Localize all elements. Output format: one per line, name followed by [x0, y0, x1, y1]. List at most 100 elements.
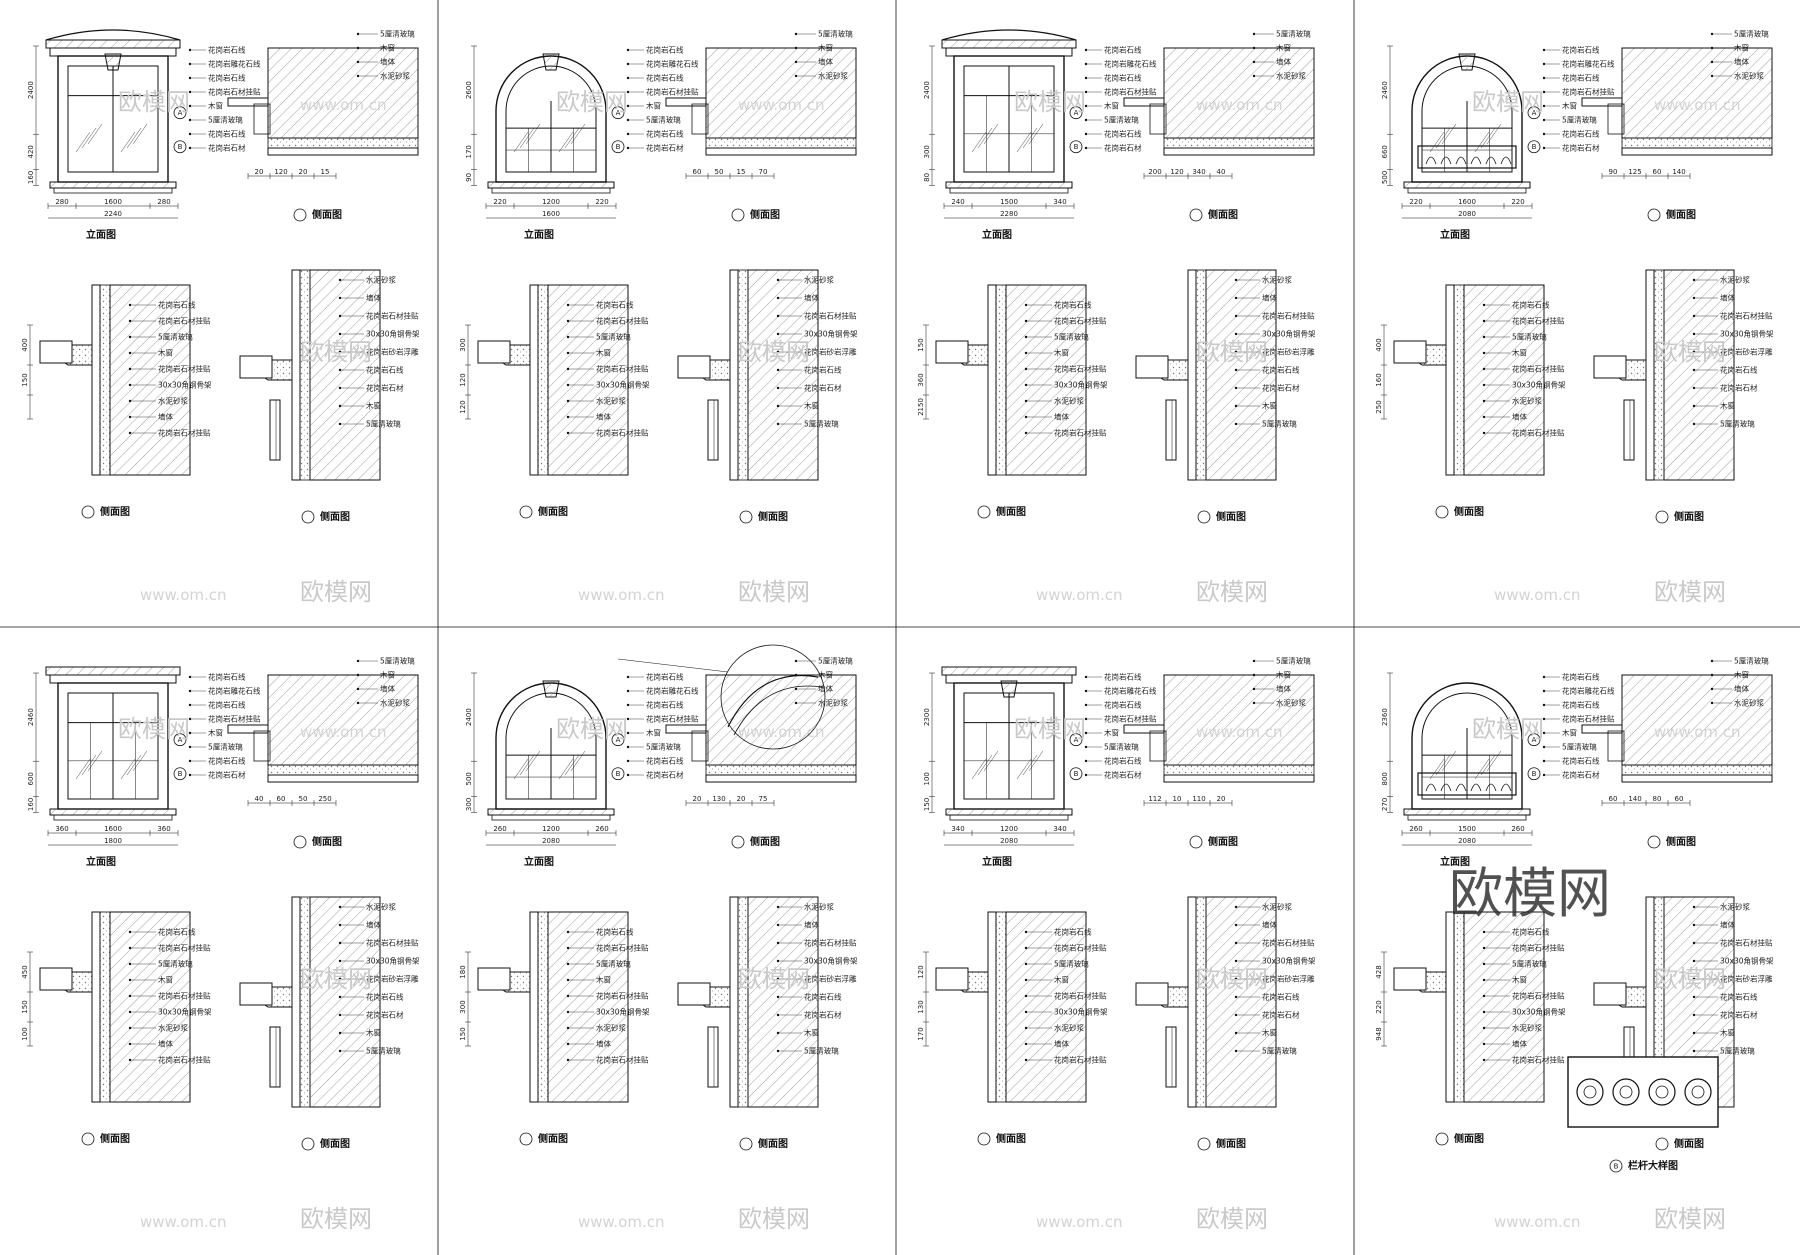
- dim-value: 2460: [27, 708, 35, 726]
- leader-dot: [128, 930, 132, 934]
- callout-circle: [1647, 835, 1661, 849]
- watermark-brand: 欧模网: [1654, 578, 1726, 606]
- leader-dot: [338, 386, 342, 390]
- sill-base: [491, 187, 611, 194]
- window-sill: [49, 181, 177, 189]
- leader-label: 墙体: [1276, 684, 1292, 694]
- head-frame: [1581, 724, 1623, 734]
- leader-dot: [188, 104, 192, 108]
- leader-label: 花岗岩石材挂贴: [596, 428, 649, 438]
- leader-label: 墙体: [804, 920, 819, 930]
- drawing-panel-1: AB花岗岩石线花岗岩雕花石线花岗岩石线花岗岩石材挂贴木窗5厘清玻璃花岗岩石线花岗…: [21, 29, 420, 607]
- callout-bubble: [293, 835, 307, 849]
- leader-dot: [1084, 773, 1088, 777]
- leader-label: 花岗岩石线: [208, 73, 246, 83]
- balcony-railing: [1417, 145, 1517, 169]
- leader-dot: [128, 399, 132, 403]
- leader-dot: [1252, 701, 1256, 705]
- mortar-layer: [737, 269, 749, 481]
- leader-dot: [1482, 1010, 1486, 1014]
- leader-label: 花岗岩雕花石线: [1562, 686, 1615, 696]
- mortar-layer: [705, 764, 857, 776]
- dim-value: 150: [917, 338, 925, 351]
- leader-label: 木窗: [1054, 348, 1069, 358]
- callout-letter: A: [1074, 109, 1079, 117]
- lintel-profile: [253, 103, 271, 135]
- dim-value: 300: [923, 145, 931, 158]
- leader-label: 花岗岩石材挂贴: [1054, 991, 1107, 1001]
- callout-bubble: [1435, 1132, 1449, 1146]
- callout-circle: [1435, 1132, 1449, 1146]
- section-detail: [1393, 911, 1545, 1103]
- mortar-layer: [1453, 911, 1465, 1103]
- leader-label: 5厘清玻璃: [208, 115, 243, 125]
- watermark-brand: 欧模网: [1196, 338, 1268, 366]
- dim-value: 2400: [465, 708, 473, 726]
- leader-dot: [626, 689, 630, 693]
- leader-label: 5厘清玻璃: [818, 656, 853, 666]
- leader-label: 墙体: [596, 1039, 611, 1049]
- watermark-brand: 欧模网: [1014, 715, 1086, 743]
- leader-label: 5厘清玻璃: [380, 656, 415, 666]
- dim-value: 150: [21, 1000, 29, 1013]
- leader-label: 5厘清玻璃: [1734, 29, 1769, 39]
- angle-steel-frame: [1135, 982, 1169, 1006]
- leader-label: 花岗岩石线: [1562, 73, 1600, 83]
- leader-dot: [1692, 296, 1696, 300]
- view-caption: 侧面图: [538, 505, 568, 518]
- leader-label: 花岗岩石材挂贴: [1562, 714, 1615, 724]
- leader-dot: [128, 367, 132, 371]
- dim-value: 400: [21, 338, 29, 351]
- dim-value: 2400: [27, 81, 35, 99]
- leader-dot: [356, 60, 360, 64]
- section-detail: [267, 674, 419, 783]
- window-elevation: [45, 29, 181, 194]
- mortar-layer: [267, 137, 419, 149]
- leader-dot: [1084, 146, 1088, 150]
- railing-rosette: [1684, 1078, 1712, 1106]
- leader-label: 30x30角钢骨架: [1262, 329, 1316, 339]
- dim-value: 660: [1381, 145, 1389, 158]
- leader-dot: [356, 74, 360, 78]
- callout-bubble: [1655, 1137, 1669, 1151]
- leader-label: 5厘清玻璃: [596, 959, 631, 969]
- leader-label: 花岗岩石线: [1104, 700, 1142, 710]
- leader-label: 花岗岩石线: [646, 700, 684, 710]
- glass-hatch: [1435, 127, 1451, 149]
- leader-label: 花岗岩砂岩浮雕: [1720, 347, 1773, 357]
- leader-dot: [566, 978, 570, 982]
- leader-dot: [626, 104, 630, 108]
- callout-bubble: [293, 208, 307, 222]
- leader-label: 木窗: [1734, 670, 1749, 680]
- leader-dot: [1084, 104, 1088, 108]
- leader-dot: [356, 32, 360, 36]
- dim-value: 20: [1217, 795, 1226, 803]
- callout-bubble: [1197, 1137, 1211, 1151]
- leader-label: 水泥砂浆: [366, 902, 396, 912]
- leader-label: 30x30角钢骨架: [596, 1007, 650, 1017]
- dim-value: 260: [493, 825, 506, 833]
- angle-steel-frame: [935, 340, 969, 364]
- leader-label: 花岗岩石线: [804, 992, 842, 1002]
- leader-dot: [1084, 675, 1088, 679]
- drawing-panel-5: AB花岗岩石线花岗岩雕花石线花岗岩石线花岗岩石材挂贴木窗5厘清玻璃花岗岩石线花岗…: [21, 656, 420, 1234]
- leader-label: 花岗岩石材挂贴: [1512, 364, 1565, 374]
- dim-value: 20: [299, 168, 308, 176]
- leader-label: 木窗: [1104, 101, 1119, 111]
- watermark-url: www.om.cn: [300, 723, 387, 741]
- wood-window-frame: [1165, 399, 1177, 461]
- dim-value: 360: [157, 825, 170, 833]
- leader-label: 花岗岩石材挂贴: [1562, 87, 1615, 97]
- angle-steel-frame: [1393, 340, 1427, 364]
- dim-value: 200: [1148, 168, 1161, 176]
- dim-value: 160: [27, 798, 35, 811]
- leader-dot: [776, 278, 780, 282]
- dim-value: 90: [465, 173, 473, 182]
- glass-hatch: [525, 750, 541, 772]
- leader-label: 木窗: [1562, 101, 1577, 111]
- dim-total: 1800: [104, 837, 122, 845]
- wood-window-frame: [707, 1026, 719, 1088]
